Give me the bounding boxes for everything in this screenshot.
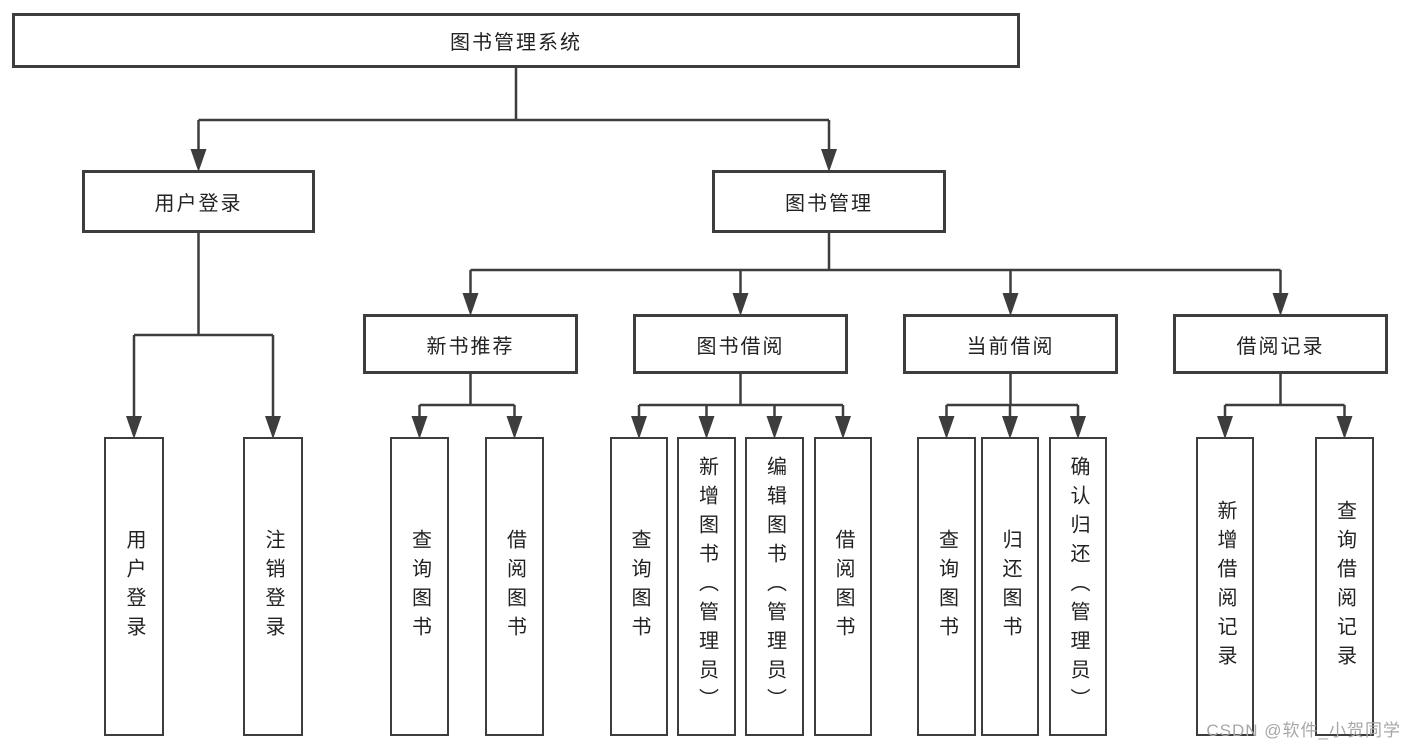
arrow-down-icon: [462, 293, 479, 316]
node-nb-query: 查询图书: [390, 437, 449, 736]
node-bb-borrow: 借阅图书: [814, 437, 872, 736]
node-label: 用户登录: [154, 193, 243, 215]
node-bb-edit: 编辑图书（管理员）: [745, 437, 804, 736]
arrow-down-icon: [190, 149, 207, 172]
node-book-mgmt: 图书管理: [712, 170, 946, 233]
node-br-query: 查询借阅记录: [1315, 437, 1374, 736]
arrow-down-icon: [265, 416, 281, 439]
node-current-borrow: 当前借阅: [903, 314, 1118, 374]
arrow-down-icon: [835, 416, 851, 439]
node-cb-return: 归还图书: [981, 437, 1039, 736]
node-label: 图书管理系统: [450, 32, 582, 54]
arrow-down-icon: [698, 416, 715, 439]
node-bb-add: 新增图书（管理员）: [677, 437, 736, 736]
node-label: 新增借阅记录: [1214, 499, 1236, 674]
node-label: 新增图书（管理员）: [695, 456, 718, 717]
arrow-down-icon: [1217, 416, 1233, 439]
node-label: 查询图书: [935, 528, 958, 645]
arrow-down-icon: [732, 293, 749, 316]
node-root: 图书管理系统: [12, 13, 1020, 68]
node-label: 图书管理: [785, 193, 873, 215]
arrow-down-icon: [1070, 416, 1086, 439]
node-label: 查询借阅记录: [1333, 499, 1356, 674]
arrow-down-icon: [411, 416, 428, 439]
node-cb-query: 查询图书: [917, 437, 976, 736]
node-label: 借阅记录: [1236, 335, 1325, 358]
node-nb-borrow: 借阅图书: [485, 437, 544, 736]
node-cb-confirm: 确认归还（管理员）: [1049, 437, 1107, 736]
node-user-login: 用户登录: [82, 170, 315, 233]
node-label: 新书推荐: [426, 335, 515, 358]
arrow-down-icon: [1272, 293, 1289, 316]
node-label: 图书借阅: [696, 335, 785, 358]
node-label: 编辑图书（管理员）: [763, 456, 786, 717]
node-label: 用户登录: [123, 528, 145, 645]
node-book-borrow: 图书借阅: [633, 314, 848, 374]
node-logout: 注销登录: [243, 437, 303, 736]
arrow-down-icon: [766, 416, 783, 439]
node-label: 注销登录: [262, 528, 284, 645]
arrow-down-icon: [1336, 416, 1353, 439]
node-label: 查询图书: [408, 528, 431, 645]
arrow-down-icon: [821, 149, 837, 172]
node-login: 用户登录: [104, 437, 164, 736]
node-label: 当前借阅: [966, 335, 1055, 358]
node-new-books: 新书推荐: [363, 314, 578, 374]
arrow-down-icon: [631, 416, 647, 439]
arrow-down-icon: [126, 416, 142, 439]
node-label: 查询图书: [628, 528, 650, 645]
arrow-down-icon: [938, 416, 955, 439]
arrow-down-icon: [1002, 293, 1019, 316]
node-label: 归还图书: [999, 528, 1021, 645]
node-bb-query: 查询图书: [610, 437, 668, 736]
watermark: CSDN @软件_小贺同学: [1206, 721, 1401, 740]
node-borrow-records: 借阅记录: [1173, 314, 1388, 374]
node-label: 借阅图书: [503, 528, 526, 645]
arrow-down-icon: [1002, 416, 1018, 439]
arrow-down-icon: [506, 416, 523, 439]
node-label: 确认归还（管理员）: [1067, 456, 1089, 717]
node-br-add: 新增借阅记录: [1196, 437, 1254, 736]
node-label: 借阅图书: [832, 528, 854, 645]
